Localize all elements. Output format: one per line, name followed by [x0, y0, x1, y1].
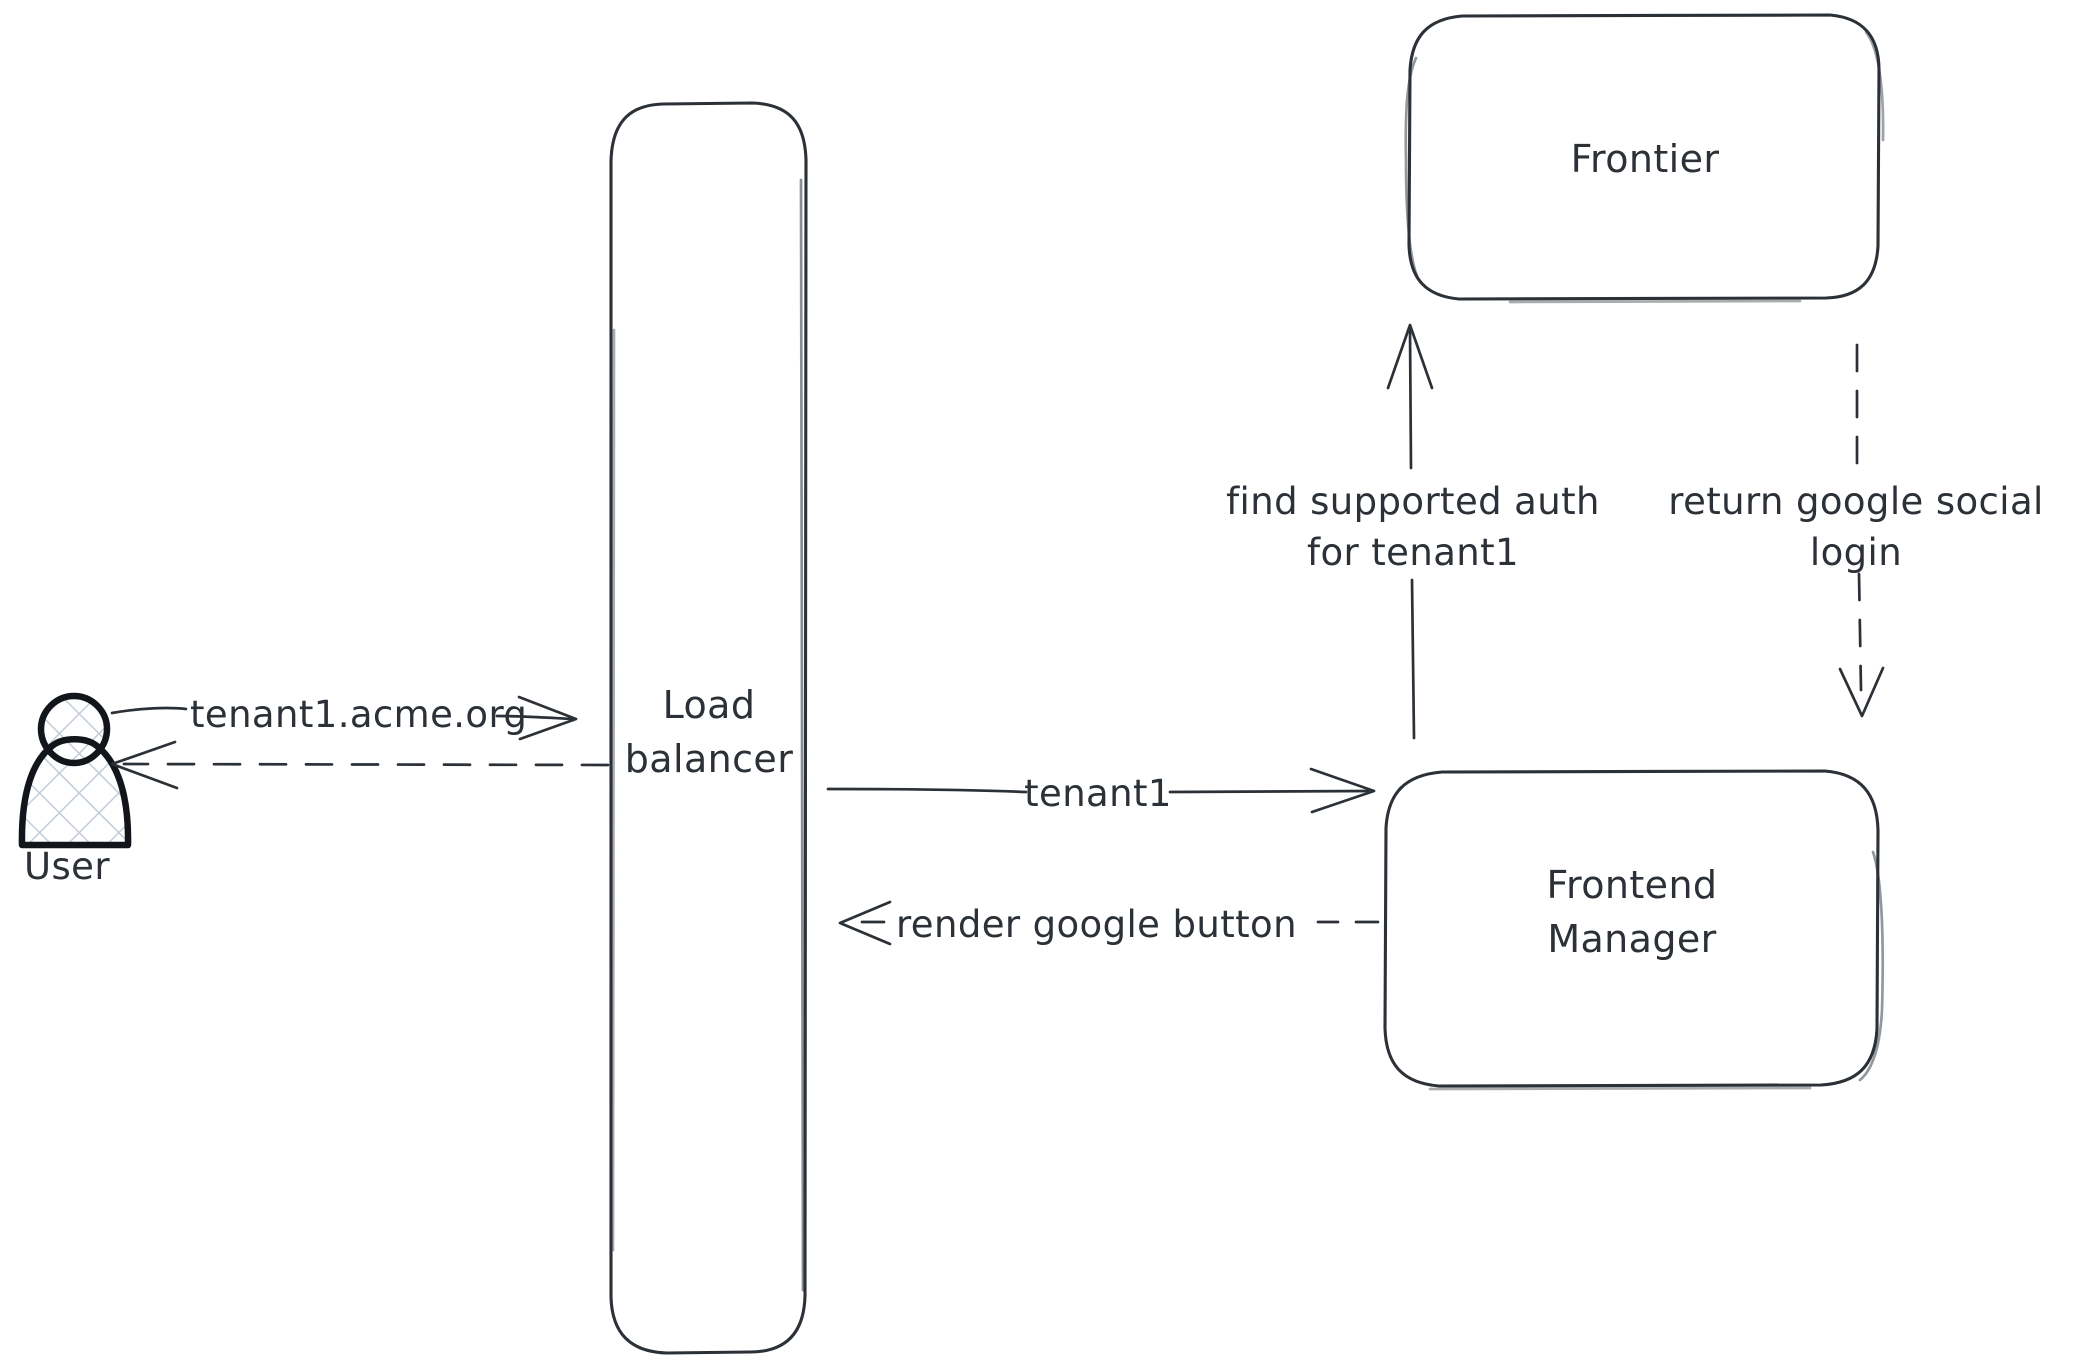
node-load-balancer[interactable]	[609, 101, 808, 1355]
frontend-manager-label-line1: Frontend	[1547, 863, 1718, 907]
edge-label-render-google-button: render google button	[896, 903, 1297, 946]
frontend-manager-label-line2: Manager	[1547, 917, 1716, 961]
node-frontier[interactable]	[1404, 13, 1885, 304]
node-frontend-manager[interactable]	[1383, 769, 1885, 1091]
user-actor-icon	[18, 692, 132, 849]
load-balancer-label-line1: Load	[663, 683, 756, 727]
edge-label-return-google-social-line1: return google social	[1668, 480, 2043, 523]
edge-label-find-supported-auth-line1: find supported auth	[1226, 480, 1600, 523]
edge-user-to-load-balancer	[110, 695, 578, 741]
user-label: User	[24, 845, 110, 888]
edge-label-tenant1: tenant1	[1024, 772, 1172, 815]
edge-label-find-supported-auth-line2: for tenant1	[1307, 531, 1519, 574]
edge-frontier-to-frontend-manager	[1838, 343, 1885, 718]
edge-load-balancer-to-frontend-manager	[826, 767, 1376, 814]
edge-frontend-manager-to-load-balancer	[838, 900, 1380, 946]
edge-load-balancer-to-user	[110, 740, 610, 790]
edge-frontend-manager-to-frontier	[1386, 323, 1434, 740]
frontier-label: Frontier	[1571, 137, 1720, 181]
edge-label-return-google-social-line2: login	[1810, 531, 1902, 574]
load-balancer-label-line2: balancer	[625, 737, 793, 781]
edge-label-tenant1-acme-org: tenant1.acme.org	[190, 693, 527, 736]
